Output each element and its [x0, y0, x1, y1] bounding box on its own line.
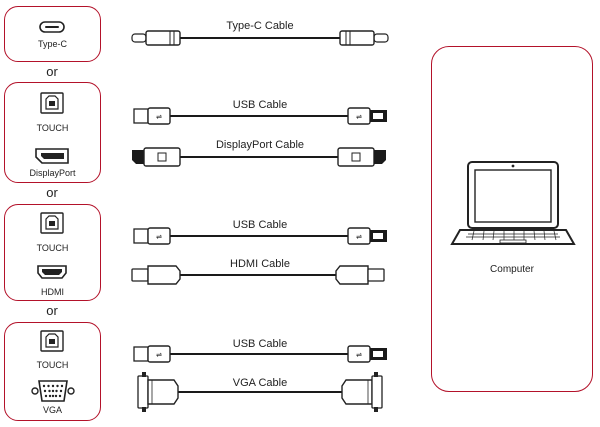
cable-label-hdmi: HDMI Cable: [230, 258, 290, 270]
port-group-typec: [4, 6, 101, 62]
svg-text:⇌: ⇌: [156, 113, 162, 121]
hdmi-port-icon: [37, 265, 67, 279]
usb-cable: ⇌ ⇌: [133, 227, 387, 245]
usb-b-port-icon: [40, 92, 64, 114]
type-c-cable: [131, 30, 389, 46]
port-group-displayport: [4, 82, 101, 183]
cable-label-usb: USB Cable: [232, 338, 288, 350]
cable-label-usb: USB Cable: [232, 219, 288, 231]
cable-label-usb: USB Cable: [232, 99, 288, 111]
vga-port-icon: [31, 380, 75, 402]
svg-text:⇌: ⇌: [156, 233, 162, 241]
or-separator: or: [46, 64, 58, 79]
device-label-computer: Computer: [490, 264, 534, 275]
vga-cable: [137, 372, 383, 412]
svg-text:⇌: ⇌: [356, 351, 362, 359]
laptop-icon: [450, 161, 576, 245]
port-label-typec: Type-C: [37, 39, 67, 49]
displayport-cable: [132, 147, 386, 167]
svg-text:⇌: ⇌: [356, 113, 362, 121]
usb-b-port-icon: [40, 212, 64, 234]
hdmi-cable: [131, 265, 385, 285]
svg-text:⇌: ⇌: [356, 233, 362, 241]
port-group-vga: [4, 322, 101, 421]
cable-label-displayport: DisplayPort Cable: [215, 139, 305, 151]
usb-cable: ⇌ ⇌: [133, 107, 387, 125]
port-label-touch: TOUCH: [36, 123, 69, 133]
usb-b-port-icon: [40, 330, 64, 352]
port-label-touch: TOUCH: [36, 243, 69, 253]
or-separator: or: [46, 185, 58, 200]
port-label-touch: TOUCH: [36, 360, 69, 370]
cable-label-vga: VGA Cable: [232, 377, 288, 389]
type-c-port-icon: [39, 21, 65, 33]
displayport-port-icon: [35, 148, 69, 164]
port-label-vga: VGA: [42, 405, 62, 415]
cable-label-typec: Type-C Cable: [226, 20, 294, 32]
port-label-displayport: DisplayPort: [29, 168, 76, 178]
port-label-hdmi: HDMI: [41, 287, 64, 297]
svg-text:⇌: ⇌: [156, 351, 162, 359]
port-group-hdmi: [4, 204, 101, 301]
or-separator: or: [46, 303, 58, 318]
usb-cable: ⇌ ⇌: [133, 345, 387, 363]
